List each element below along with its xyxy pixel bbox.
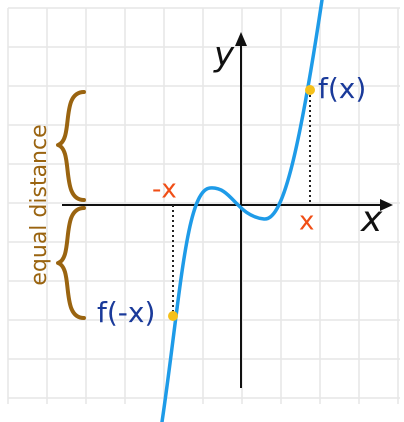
brace-bottom-icon [56, 206, 86, 320]
fnegx-label: f(-x) [97, 296, 155, 329]
background-grid [7, 7, 400, 404]
y-axis-label: y [213, 35, 235, 75]
fx-label: f(x) [318, 72, 366, 105]
x-axis-label: x [360, 199, 383, 240]
brace-top-icon [56, 90, 86, 202]
x-tick-label: x [299, 207, 314, 237]
point-fnegx [168, 311, 178, 321]
negx-tick-label: -x [152, 175, 177, 205]
y-axis-arrow-icon [235, 32, 247, 46]
equal-distance-label: equal distance [27, 124, 52, 285]
function-curve [160, 0, 324, 422]
point-fx [305, 85, 315, 95]
x-axis-arrow-icon [380, 199, 393, 211]
